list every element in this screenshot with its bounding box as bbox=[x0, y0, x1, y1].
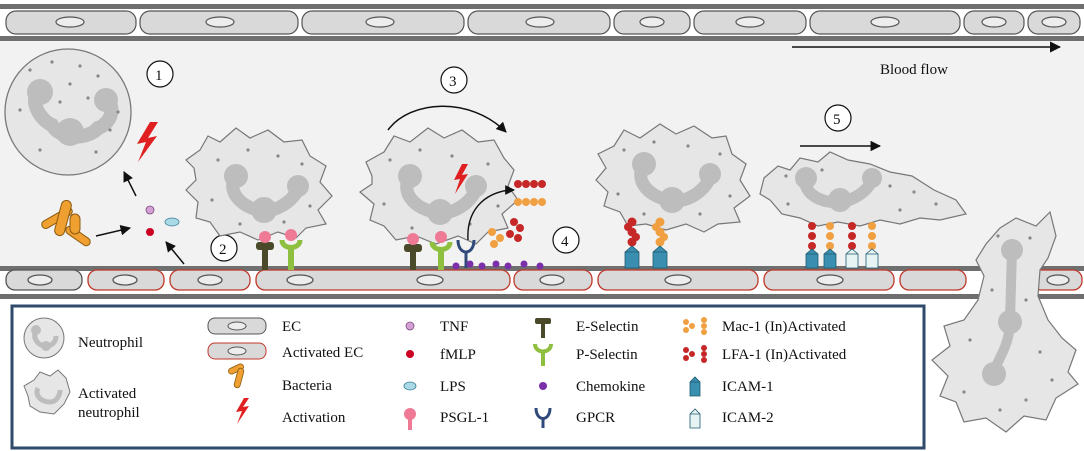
activation-bolt-icon bbox=[137, 122, 158, 162]
ec-icon bbox=[207, 317, 267, 335]
bacteria-legend-icon bbox=[228, 363, 245, 389]
lps-icon bbox=[164, 217, 180, 227]
legend-activated-neutrophil: neutrophil bbox=[78, 405, 140, 421]
step-3-marker: 3 bbox=[440, 66, 468, 94]
gpcr-legend-icon bbox=[534, 407, 552, 428]
activated-neutrophil-3 bbox=[359, 127, 519, 245]
legend-chemokine: Chemokine bbox=[576, 379, 645, 395]
activation-bolt-3 bbox=[454, 164, 468, 194]
legend-neutrophil: Neutrophil bbox=[78, 335, 143, 351]
rolling-arrow bbox=[387, 105, 507, 133]
legend-e-selectin: E-Selectin bbox=[576, 319, 639, 335]
legend-box bbox=[10, 304, 926, 450]
activated-ec-icon bbox=[207, 342, 267, 360]
mac1-cluster-3 bbox=[488, 198, 546, 248]
integrin-bonds-5 bbox=[805, 222, 879, 269]
e-selectin-legend-icon bbox=[535, 318, 551, 338]
activated-neutrophil-4 bbox=[595, 123, 751, 233]
legend-psgl1: PSGL-1 bbox=[440, 410, 489, 426]
legend-activation: Activation bbox=[282, 410, 346, 426]
svg-text:4: 4 bbox=[561, 234, 569, 250]
vessel bbox=[0, 4, 1084, 299]
step-1-marker: 1 bbox=[146, 60, 174, 88]
activated-neutrophil-2 bbox=[185, 127, 333, 241]
legend-p-selectin: P-Selectin bbox=[576, 347, 638, 363]
svg-text:5: 5 bbox=[833, 112, 841, 128]
lfa1-icam1-bond-4 bbox=[624, 217, 640, 269]
chemokine-signal-arrow bbox=[467, 185, 515, 241]
legend-ec: EC bbox=[282, 319, 301, 335]
legend-fmlp: fMLP bbox=[440, 347, 476, 363]
legend-lfa1: LFA-1 (In)Activated bbox=[722, 347, 847, 363]
lfa1-legend-icon bbox=[683, 345, 707, 363]
icam2-legend-icon bbox=[689, 408, 701, 429]
lps-legend-icon bbox=[403, 381, 417, 391]
legend-tnf: TNF bbox=[440, 319, 468, 335]
chemokines-3 bbox=[452, 260, 544, 270]
crawling-neutrophil bbox=[759, 151, 968, 227]
legend-lps: LPS bbox=[440, 379, 466, 395]
legend-icam1: ICAM-1 bbox=[722, 379, 774, 395]
bacteria-icon bbox=[41, 199, 91, 247]
lfa1-cluster-3 bbox=[506, 180, 546, 242]
bottom-endothelium bbox=[5, 269, 1083, 291]
gpcr-3 bbox=[456, 239, 476, 268]
legend-activated: Activated bbox=[78, 386, 137, 402]
blood-flow-label: Blood flow bbox=[880, 62, 948, 78]
svg-text:3: 3 bbox=[449, 74, 457, 90]
neutrophil-icon bbox=[23, 317, 65, 359]
resting-neutrophil bbox=[4, 48, 132, 176]
tnf-icon bbox=[145, 205, 155, 215]
activated-neutrophil-icon bbox=[23, 369, 71, 415]
tnf-legend-icon bbox=[405, 321, 415, 331]
selectin-pair-3 bbox=[404, 231, 453, 270]
transmigrating-neutrophil bbox=[931, 210, 1079, 433]
vessel-top-wall-lower bbox=[0, 36, 1084, 41]
fmlp-icon bbox=[146, 228, 154, 236]
activation-legend-icon bbox=[236, 398, 249, 424]
step-2-marker: 2 bbox=[210, 234, 238, 262]
step-5-marker: 5 bbox=[824, 104, 852, 132]
legend-gpcr: GPCR bbox=[576, 410, 615, 426]
legend-icam2: ICAM-2 bbox=[722, 410, 774, 426]
chemokine-legend-icon bbox=[539, 382, 547, 390]
svg-text:1: 1 bbox=[155, 68, 163, 84]
top-endothelium bbox=[5, 10, 1081, 35]
mac1-icam1-bond-4 bbox=[652, 217, 668, 269]
selectin-pair-2 bbox=[256, 229, 303, 270]
legend-mac1: Mac-1 (In)Activated bbox=[722, 319, 846, 335]
p-selectin-legend-icon bbox=[533, 343, 553, 366]
fmlp-legend-icon bbox=[406, 350, 414, 358]
vessel-bottom-wall-lower bbox=[0, 294, 1084, 299]
vessel-lumen bbox=[0, 41, 1084, 266]
legend-bacteria: Bacteria bbox=[282, 378, 332, 394]
legend-activated-ec: Activated EC bbox=[282, 345, 363, 361]
vessel-top-wall bbox=[0, 4, 1084, 9]
svg-text:2: 2 bbox=[219, 242, 227, 258]
mac1-legend-icon bbox=[683, 317, 707, 335]
psgl1-legend-icon bbox=[404, 408, 416, 430]
icam1-legend-icon bbox=[689, 376, 701, 397]
step-4-marker: 4 bbox=[552, 226, 580, 254]
